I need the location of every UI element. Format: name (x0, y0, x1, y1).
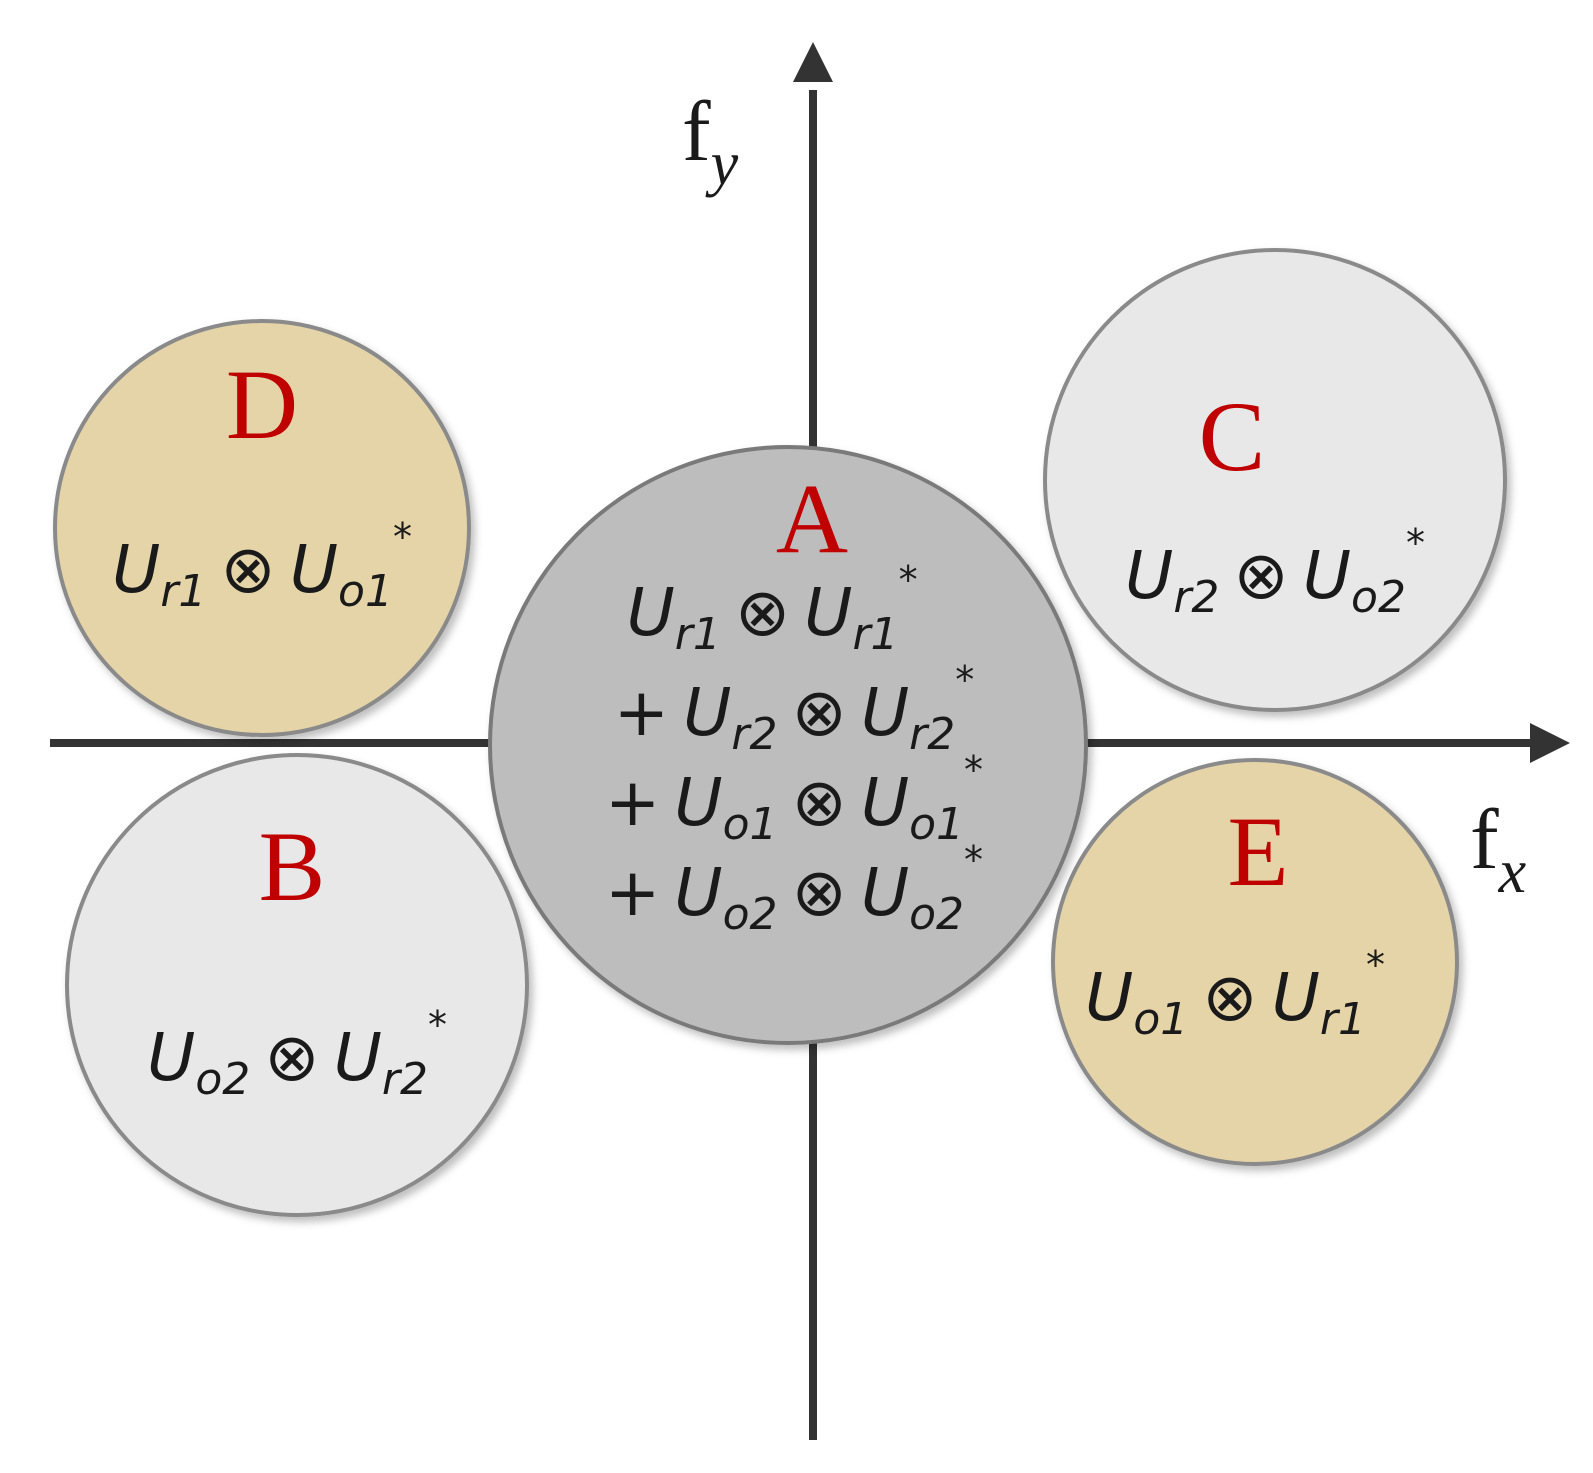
y-axis-arrowhead (793, 42, 833, 82)
region-a-circle (488, 445, 1088, 1045)
region-a-term-2: +Ur2⊗Ur2* (614, 658, 974, 760)
region-c-label: C (1199, 381, 1266, 492)
region-b-expression: Uo2⊗Ur2* (147, 1003, 447, 1105)
y-axis-label: fy (682, 83, 739, 198)
region-d-circle (53, 319, 471, 737)
region-d-label: D (226, 349, 298, 460)
region-d-expression: Ur1⊗Uo1* (112, 515, 412, 617)
x-axis-arrowhead (1530, 723, 1570, 763)
region-b-label: B (259, 811, 326, 922)
region-a-term-1: Ur1⊗Ur1* (626, 558, 917, 660)
region-c: C Ur2⊗Uo2* (1043, 248, 1507, 712)
region-e-circle (1051, 758, 1459, 1166)
region-d: D Ur1⊗Uo1* (53, 319, 471, 737)
region-a-label: A (776, 463, 848, 574)
region-c-circle (1043, 248, 1507, 712)
region-c-expression: Ur2⊗Uo2* (1125, 521, 1425, 623)
region-b: B Uo2⊗Ur2* (65, 753, 529, 1217)
region-e-label: E (1227, 796, 1288, 907)
x-axis-label: fx (1470, 791, 1527, 906)
region-b-circle (65, 753, 529, 1217)
region-a: A Ur1⊗Ur1* +Ur2⊗Ur2* +Uo1⊗Uo1* +Uo2⊗Uo2* (488, 445, 1088, 1045)
region-a-term-4: +Uo2⊗Uo2* (605, 838, 983, 940)
region-e: E Uo1⊗Ur1* (1051, 758, 1459, 1166)
region-e-expression: Uo1⊗Ur1* (1085, 943, 1385, 1045)
region-a-term-3: +Uo1⊗Uo1* (605, 748, 983, 850)
